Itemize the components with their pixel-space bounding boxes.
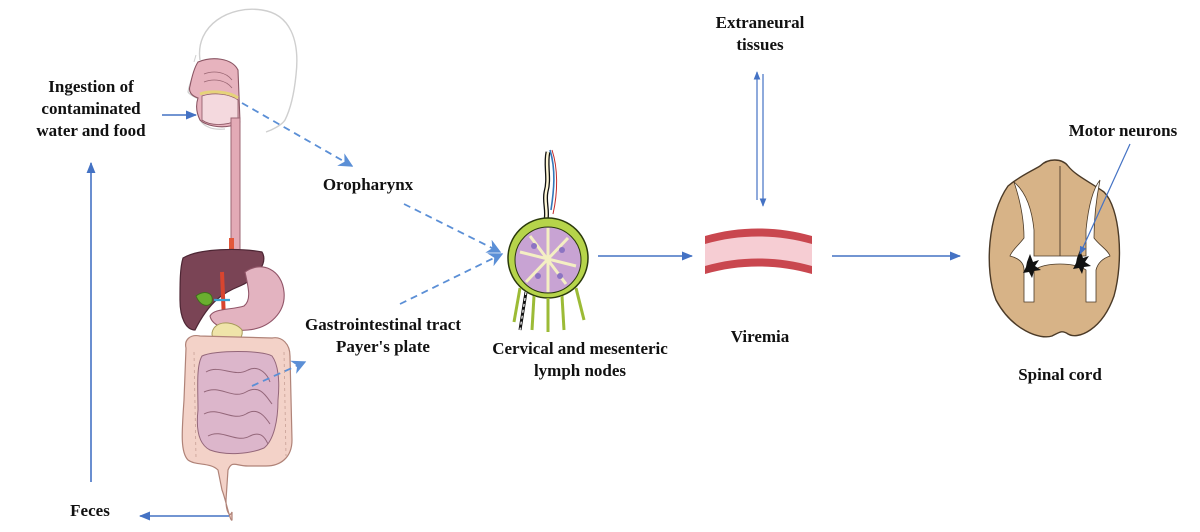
ingestion-label-line-1: Ingestion of	[48, 77, 134, 96]
arrow-gi-to-lymph-dashed	[399, 253, 504, 305]
lymph-node-illustration	[507, 149, 589, 332]
extraneural-tissues-label: Extraneural tissues	[700, 12, 820, 56]
arrow-intestine-to-gi-label-dashed	[251, 360, 307, 387]
aorta-segment	[229, 238, 234, 254]
spinal-cord-label: Spinal cord	[1018, 365, 1102, 384]
arrows	[86, 71, 1131, 521]
arrow-oropharynx-to-lymph-dashed	[403, 203, 502, 253]
blood-vessel-illustration	[705, 228, 812, 274]
digestive-system-illustration	[179, 248, 293, 521]
ingestion-label-line-3: water and food	[36, 121, 146, 140]
motor-neurons-label: Motor neurons	[1068, 121, 1178, 140]
ingestion-label-line-2: contaminated	[41, 99, 141, 118]
head-illustration	[187, 8, 298, 133]
extraneural-label-line-2: tissues	[736, 35, 784, 54]
lymph-nodes-label-line-1: Cervical and mesenteric	[492, 339, 668, 358]
gi-tract-label-line-2: Payer's plate	[336, 337, 430, 356]
gi-tract-label-line-1: Gastrointestinal tract	[305, 315, 461, 334]
arrow-motor-neurons-pointer	[1079, 143, 1131, 255]
ingestion-label: Ingestion of contaminated water and food	[6, 76, 176, 142]
gi-tract-label: Gastrointestinal tract Payer's plate	[280, 314, 486, 358]
lymph-nodes-label: Cervical and mesenteric lymph nodes	[470, 338, 690, 382]
lymph-nodes-label-line-2: lymph nodes	[533, 361, 627, 380]
spinal-cord-illustration	[988, 159, 1121, 338]
oropharynx-label: Oropharynx	[322, 175, 414, 194]
arrow-mouth-to-lymph-dashed	[241, 102, 354, 167]
viremia-label: Viremia	[730, 327, 790, 346]
esophagus-illustration	[230, 117, 241, 259]
feces-label: Feces	[70, 501, 110, 520]
extraneural-label-line-1: Extraneural	[715, 13, 805, 32]
